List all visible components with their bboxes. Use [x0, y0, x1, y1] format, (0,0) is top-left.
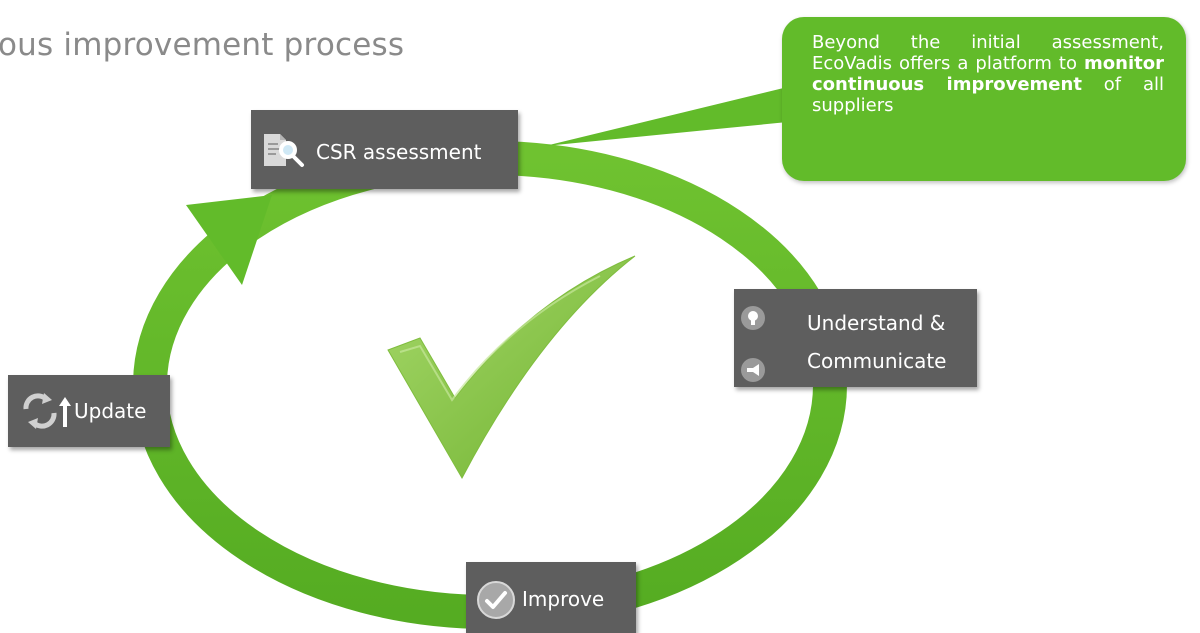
callout-text-bold: monitor continuous improvement	[812, 53, 1164, 95]
step-update: Update	[8, 375, 170, 447]
step-understand-communicate: Understand & Communicate	[734, 289, 977, 387]
step-understand-label: Understand &	[807, 311, 946, 335]
step-improve: Improve	[466, 562, 636, 633]
callout-bubble	[782, 17, 1186, 181]
page-title: ous improvement process	[0, 27, 405, 63]
step-csr-label: CSR assessment	[316, 140, 482, 164]
step-improve-label: Improve	[522, 587, 605, 611]
lightbulb-icon	[741, 306, 765, 330]
callout-text-part2: of all suppliers	[812, 74, 1164, 116]
step-csr-assessment: CSR assessment	[251, 110, 518, 189]
document-search-icon	[264, 134, 304, 167]
checkmark-icon	[387, 255, 636, 480]
callout-text-part1: Beyond the initial assessment, EcoVadis …	[812, 32, 1164, 74]
refresh-arrows-icon	[23, 393, 71, 429]
cycle-arrowhead	[186, 195, 272, 285]
megaphone-icon	[741, 358, 765, 382]
callout-text: Beyond the initial assessment, EcoVadis …	[812, 32, 1164, 116]
callout-pointer	[545, 84, 808, 146]
checkmark-circle-icon	[477, 581, 515, 619]
step-update-label: Update	[74, 399, 147, 423]
step-communicate-label: Communicate	[807, 349, 947, 373]
